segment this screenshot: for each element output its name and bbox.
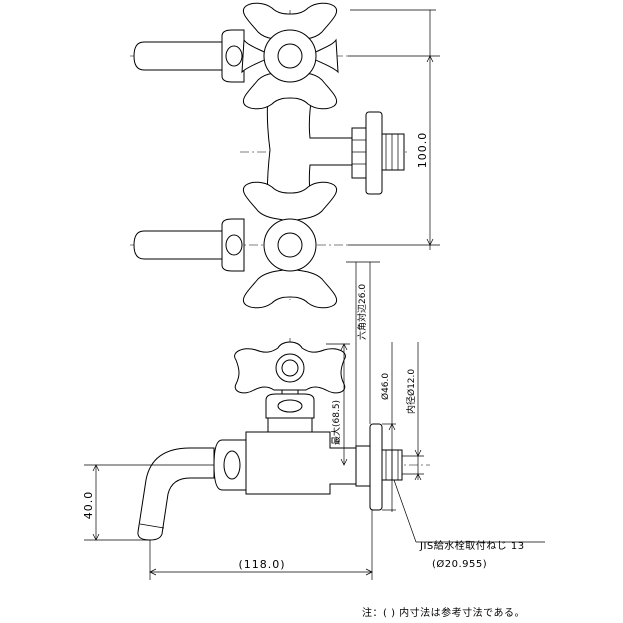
dim-118: (118.0): [238, 558, 285, 571]
side-hex-nut: [355, 445, 371, 487]
dim-inner-dia: 内径Ø12.0: [405, 369, 417, 414]
side-flange: [369, 423, 383, 511]
wall-flange: [365, 111, 383, 195]
dim-hex: 六角対辺26.0: [356, 284, 368, 340]
dim-max: 最大(68.5): [330, 400, 342, 445]
dim-outer-dia: Ø46.0: [380, 373, 391, 400]
dim-40: 40.0: [82, 491, 95, 520]
thread-diameter: (Ø20.955): [432, 558, 487, 570]
dim-100: 100.0: [416, 132, 429, 169]
spout: [137, 447, 215, 541]
thread-spec: JIS給水栓取付ねじ 13: [419, 539, 525, 552]
top-view: 100.0: [130, 2, 440, 309]
upper-pipe: [133, 41, 225, 71]
hex-nut: [351, 127, 367, 179]
lower-pipe: [133, 230, 225, 260]
lower-cross-handle: [242, 181, 338, 309]
thread-connection: [381, 133, 405, 171]
side-view: 六角対辺26.0 最大(68.5) Ø46.0 内径Ø12.0 40.0: [82, 261, 545, 580]
upper-cross-handle: [241, 2, 339, 110]
reference-note: 注：( ) 内寸法は参考寸法である。: [362, 606, 525, 619]
